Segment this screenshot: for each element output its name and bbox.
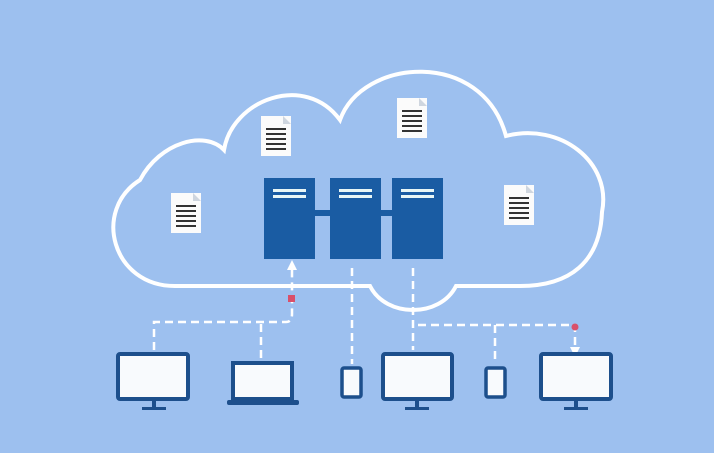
desktop-monitor-icon[interactable] [381, 352, 454, 410]
server-icon [264, 178, 315, 259]
document-icon [397, 98, 427, 138]
connections [152, 268, 577, 364]
phone-icon[interactable] [484, 366, 507, 399]
server-icon [330, 178, 381, 259]
cloud-outline [111, 69, 606, 312]
server-cluster [264, 178, 443, 259]
arrow-up-icon [287, 260, 297, 270]
document-icon [171, 193, 201, 233]
document-icon [261, 116, 291, 156]
server-link [378, 210, 394, 216]
phone-icon[interactable] [340, 366, 363, 399]
laptop-icon[interactable] [227, 361, 299, 405]
node-dot [571, 323, 579, 331]
server-icon [392, 178, 443, 259]
server-link [312, 210, 332, 216]
document-icon [504, 185, 534, 225]
desktop-monitor-icon[interactable] [116, 352, 190, 410]
desktop-monitor-icon[interactable] [539, 352, 613, 410]
node-dot [288, 295, 295, 302]
